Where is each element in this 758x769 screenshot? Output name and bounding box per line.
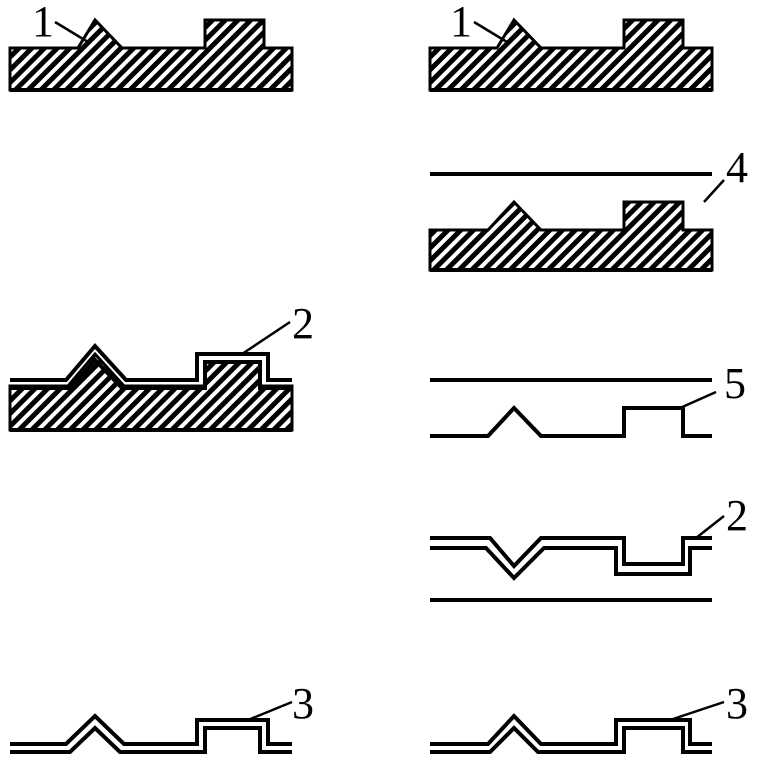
label-left-3: 3 xyxy=(292,679,314,728)
right-relief-profile xyxy=(430,405,712,438)
right-inverted-film-outer xyxy=(430,536,712,569)
left-master-leader-1 xyxy=(54,20,89,44)
right-master-hatched-body xyxy=(428,17,714,92)
right-film-inner xyxy=(430,725,712,754)
right-master-leader-1 xyxy=(473,20,508,44)
left-coated-leader-2 xyxy=(241,320,291,356)
left-film-outer xyxy=(10,713,292,746)
left-substrate-coated: 2 xyxy=(8,299,314,432)
left-coated-film-outer xyxy=(10,342,292,382)
label-right-4: 4 xyxy=(726,143,748,192)
label-right-3: 3 xyxy=(726,679,748,728)
right-plate-and-master: 4 xyxy=(428,143,748,272)
label-left-1: 1 xyxy=(32,0,54,46)
label-left-2: 2 xyxy=(292,299,314,348)
right-master2-hatched-body xyxy=(428,199,714,272)
right-plate-leader-5 xyxy=(679,390,717,410)
left-coated-hatched-body xyxy=(8,351,294,432)
right-inverted-film-inner xyxy=(430,546,712,581)
left-film-replica: 3 xyxy=(10,679,314,754)
left-film-inner xyxy=(10,725,292,754)
right-film-leader-3 xyxy=(669,700,725,722)
label-right-2: 2 xyxy=(726,491,748,540)
right-plate-leader-4 xyxy=(703,179,725,203)
label-right-1: 1 xyxy=(450,0,472,46)
right-inverted-film-leader-2 xyxy=(695,515,725,539)
left-film-leader-3 xyxy=(247,700,293,722)
right-substrate-master: 1 xyxy=(428,0,714,92)
left-coated-film-inner xyxy=(10,357,292,390)
label-right-5: 5 xyxy=(724,359,746,408)
right-plate-and-profile: 5 xyxy=(430,359,746,438)
right-film-replica: 3 xyxy=(430,679,748,754)
right-inverted-film: 2 xyxy=(430,491,748,602)
left-substrate-master: 1 xyxy=(8,0,294,92)
right-film-outer xyxy=(430,713,712,746)
